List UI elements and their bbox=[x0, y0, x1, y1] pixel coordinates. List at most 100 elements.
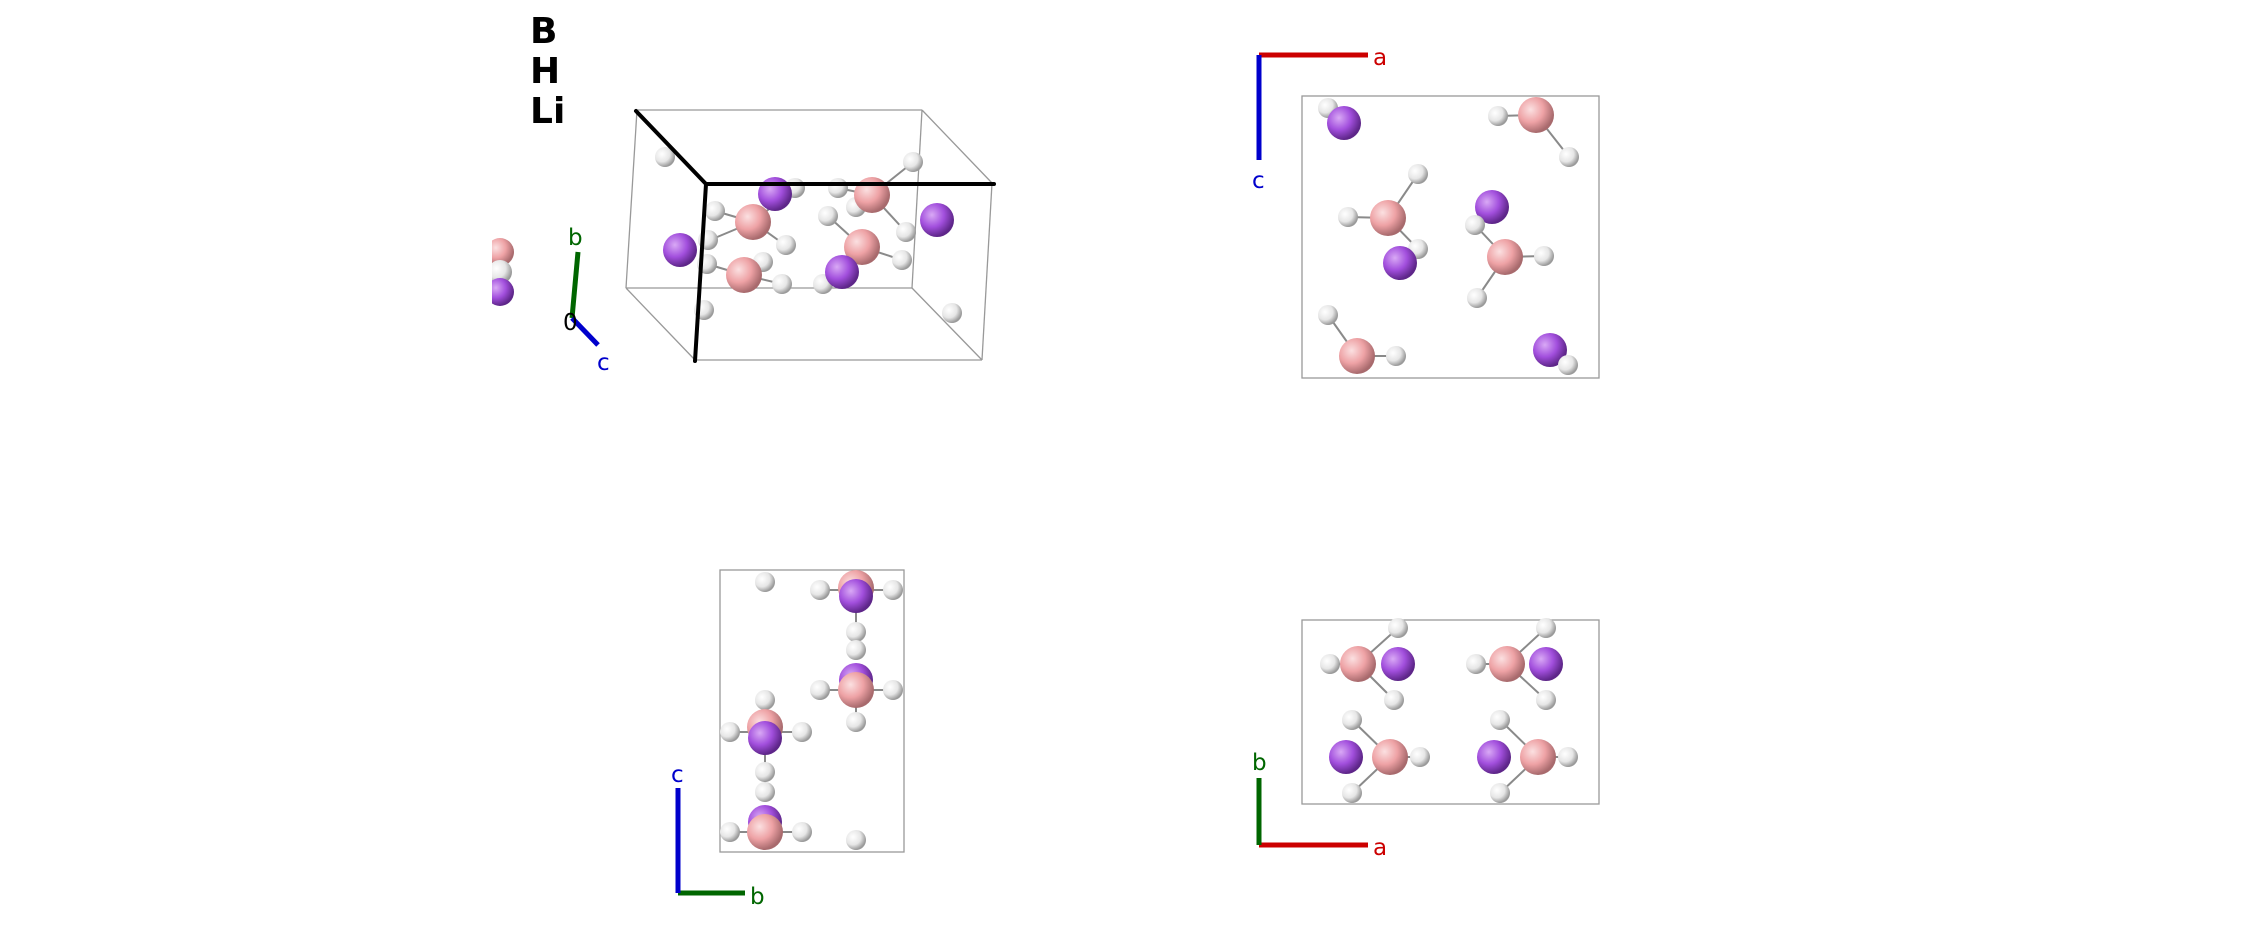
hydrogen-atom bbox=[776, 235, 796, 255]
c-axis-label: c bbox=[1252, 168, 1265, 194]
hydrogen-atom bbox=[1318, 305, 1338, 325]
boron-atom bbox=[1340, 646, 1376, 682]
c-axis-label: c bbox=[671, 762, 684, 788]
lithium-atom bbox=[839, 579, 873, 613]
boron-atom bbox=[486, 238, 514, 266]
c-axis-label: c bbox=[597, 350, 610, 376]
hydrogen-atom bbox=[1342, 710, 1362, 730]
lithium-atom bbox=[1329, 740, 1363, 774]
a-axis-label: a bbox=[1373, 835, 1387, 861]
view-bc-atoms bbox=[720, 570, 903, 850]
lithium-atom bbox=[748, 721, 782, 755]
hydrogen-atom bbox=[883, 580, 903, 600]
b-axis-label: b bbox=[568, 225, 583, 251]
perspective-unit-cell bbox=[625, 109, 993, 361]
hydrogen-atom bbox=[720, 822, 740, 842]
legend-label-boron: B bbox=[530, 11, 557, 52]
view-ab-axis-indicator: a b bbox=[1252, 750, 1387, 861]
boron-atom bbox=[1370, 200, 1406, 236]
hydrogen-atom bbox=[1490, 783, 1510, 803]
hydrogen-atom bbox=[1384, 690, 1404, 710]
b-axis-line bbox=[569, 251, 581, 319]
legend-atom-stack bbox=[470, 230, 514, 310]
hydrogen-atom bbox=[792, 822, 812, 842]
hydrogen-atom bbox=[755, 690, 775, 710]
lithium-atom bbox=[1529, 647, 1563, 681]
lithium-atom bbox=[1475, 190, 1509, 224]
hydrogen-atom bbox=[1342, 783, 1362, 803]
view-ac-axis-indicator: a c bbox=[1252, 45, 1387, 194]
legend-label-lithium: Li bbox=[530, 91, 565, 132]
view-ac-projection: a c bbox=[1252, 45, 1600, 379]
hydrogen-atom bbox=[772, 274, 792, 294]
lithium-atom bbox=[920, 203, 954, 237]
hydrogen-atom bbox=[903, 152, 923, 172]
hydrogen-atom bbox=[828, 178, 848, 198]
boron-atom bbox=[1487, 239, 1523, 275]
perspective-axis-indicator: b c 0 bbox=[563, 225, 610, 376]
origin-label: 0 bbox=[563, 310, 578, 336]
boron-atom bbox=[1518, 97, 1554, 133]
boron-atom bbox=[1339, 338, 1375, 374]
unit-cell-outline bbox=[1301, 95, 1600, 379]
hydrogen-atom bbox=[883, 680, 903, 700]
element-legend: B H Li bbox=[530, 11, 565, 132]
hydrogen-atom bbox=[1536, 690, 1556, 710]
boron-atom bbox=[735, 204, 771, 240]
hydrogen-atom bbox=[1536, 618, 1556, 638]
boron-atom bbox=[1489, 646, 1525, 682]
hydrogen-atom bbox=[818, 206, 838, 226]
lithium-atom bbox=[1383, 246, 1417, 280]
view-bc-axis-indicator: b c bbox=[671, 762, 765, 910]
hydrogen-atom bbox=[846, 712, 866, 732]
b-axis-label: b bbox=[1252, 750, 1267, 776]
hydrogen-atom bbox=[705, 201, 725, 221]
boron-atom bbox=[1372, 739, 1408, 775]
a-axis-label: a bbox=[1373, 45, 1387, 71]
boron-atom bbox=[844, 229, 880, 265]
hydrogen-atom bbox=[1558, 355, 1578, 375]
boron-atom bbox=[1520, 739, 1556, 775]
hydrogen-atom bbox=[810, 680, 830, 700]
hydrogen-atom bbox=[755, 572, 775, 592]
lithium-atom bbox=[825, 255, 859, 289]
hydrogen-atom bbox=[1558, 747, 1578, 767]
boron-atom bbox=[838, 672, 874, 708]
hydrogen-atom bbox=[1467, 288, 1487, 308]
hydrogen-atom bbox=[755, 782, 775, 802]
hydrogen-atom bbox=[810, 580, 830, 600]
view-ab-atoms bbox=[1320, 618, 1578, 803]
b-axis-label: b bbox=[750, 884, 765, 910]
hydrogen-atom bbox=[1559, 147, 1579, 167]
hydrogen-atom bbox=[942, 303, 962, 323]
perspective-view: b c 0 bbox=[563, 109, 996, 376]
hydrogen-atom bbox=[846, 830, 866, 850]
hydrogen-atom bbox=[720, 722, 740, 742]
hydrogen-atom bbox=[1466, 654, 1486, 674]
hydrogen-atom bbox=[792, 722, 812, 742]
c-axis-line bbox=[570, 316, 600, 347]
hydrogen-atom bbox=[1488, 106, 1508, 126]
view-ab-projection: a b bbox=[1252, 618, 1600, 861]
hydrogen-atom bbox=[1408, 164, 1428, 184]
boron-atom bbox=[747, 814, 783, 850]
hydrogen-atom bbox=[755, 762, 775, 782]
view-bc-bonds bbox=[730, 589, 893, 833]
legend-label-hydrogen: H bbox=[530, 51, 560, 92]
hydrogen-atom bbox=[1465, 215, 1485, 235]
perspective-cartesian-axes bbox=[634, 109, 996, 363]
view-ac-atoms bbox=[1318, 97, 1579, 375]
lithium-atom bbox=[663, 233, 697, 267]
hydrogen-atom bbox=[1338, 207, 1358, 227]
hydrogen-atom bbox=[488, 260, 512, 284]
hydrogen-atom bbox=[1490, 710, 1510, 730]
unit-cell-outline bbox=[1301, 619, 1600, 805]
lithium-atom bbox=[486, 278, 514, 306]
hydrogen-atom bbox=[846, 622, 866, 642]
lithium-atom bbox=[1533, 333, 1567, 367]
view-ac-bonds bbox=[1327, 107, 1570, 366]
hydrogen-atom bbox=[1386, 346, 1406, 366]
lithium-atom bbox=[1381, 647, 1415, 681]
hydrogen-atom bbox=[655, 147, 675, 167]
